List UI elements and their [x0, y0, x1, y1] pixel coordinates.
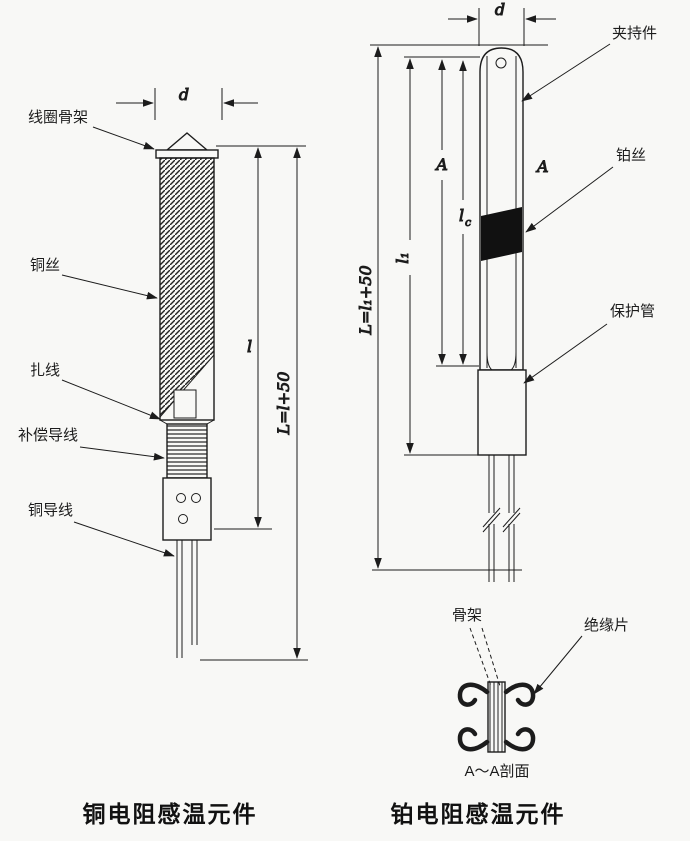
right-dim-A-right-label: A: [535, 157, 549, 176]
platinum-winding: [481, 207, 522, 261]
sensing-tube: [479, 47, 524, 371]
platinum-element-diagram: d: [356, 0, 658, 827]
right-dim-lines: L=l₁+50 l₁ A l c A: [356, 46, 549, 571]
right-dim-lc-label: l: [459, 206, 464, 225]
right-dim-l1-label: l₁: [393, 252, 412, 264]
coil-end-diagonal: [159, 354, 215, 418]
left-dim-d-label: d: [179, 85, 189, 104]
lead-wires-right: [482, 455, 521, 582]
label-clamp: 夹持件: [612, 25, 657, 42]
label-insulation-sheet: 绝缘片: [584, 617, 629, 634]
left-dim-lines: l L=l+50: [200, 145, 308, 661]
section-core-strip: [487, 681, 506, 753]
right-caption: 铂电阻感温元件: [391, 801, 566, 827]
terminal-hole: [191, 493, 201, 503]
label-copper-wire: 铜丝: [30, 257, 60, 274]
coil-body-outline: [159, 157, 215, 421]
copper-element-diagram: d: [18, 85, 308, 827]
label-coil-frame: 线圈骨架: [28, 109, 88, 126]
label-protection-tube: 保护管: [610, 303, 655, 320]
right-dim-A-label: A: [434, 155, 448, 174]
coil-winding-hatch: [160, 158, 214, 417]
right-dim-d: d: [448, 0, 556, 46]
clamp-hole: [495, 57, 507, 69]
label-compensation-lead: 补偿导线: [18, 427, 78, 444]
terminal-hole: [178, 514, 188, 524]
label-frame: 骨架: [452, 607, 482, 624]
left-dim-L-label: L=l+50: [274, 372, 293, 436]
label-binding-wire: 扎线: [30, 362, 60, 379]
top-cap-flange: [155, 149, 219, 159]
left-caption: 铜电阻感温元件: [83, 801, 258, 827]
section-caption: A～A剖面: [464, 763, 529, 780]
label-copper-lead-wire: 铜导线: [28, 502, 73, 519]
label-platinum-wire: 铂丝: [616, 147, 646, 164]
left-callouts: 线圈骨架 铜丝 扎线 补偿导线 铜导线: [18, 109, 175, 557]
right-callouts: 夹持件 铂丝 保护管: [521, 25, 657, 384]
lead-wires: [176, 540, 198, 658]
right-dim-d-label: d: [495, 0, 505, 19]
top-cap-triangle: [165, 132, 209, 151]
left-dim-l-label: l: [247, 337, 252, 356]
right-dim-lc-sub: c: [465, 216, 471, 229]
section-view: 骨架 绝缘片 A～A剖面: [452, 607, 629, 780]
platinum-element-body: [370, 44, 548, 582]
protection-tube-body: [477, 369, 527, 456]
right-dim-L-label: L=l₁+50: [356, 265, 375, 335]
left-dim-d: d: [116, 85, 258, 120]
terminal-block: [162, 477, 212, 541]
inner-core: [173, 389, 197, 419]
compensation-coil: [166, 423, 208, 479]
section-insulator-arms: [457, 682, 536, 752]
terminal-hole: [176, 493, 186, 503]
copper-element-body: [155, 132, 219, 658]
